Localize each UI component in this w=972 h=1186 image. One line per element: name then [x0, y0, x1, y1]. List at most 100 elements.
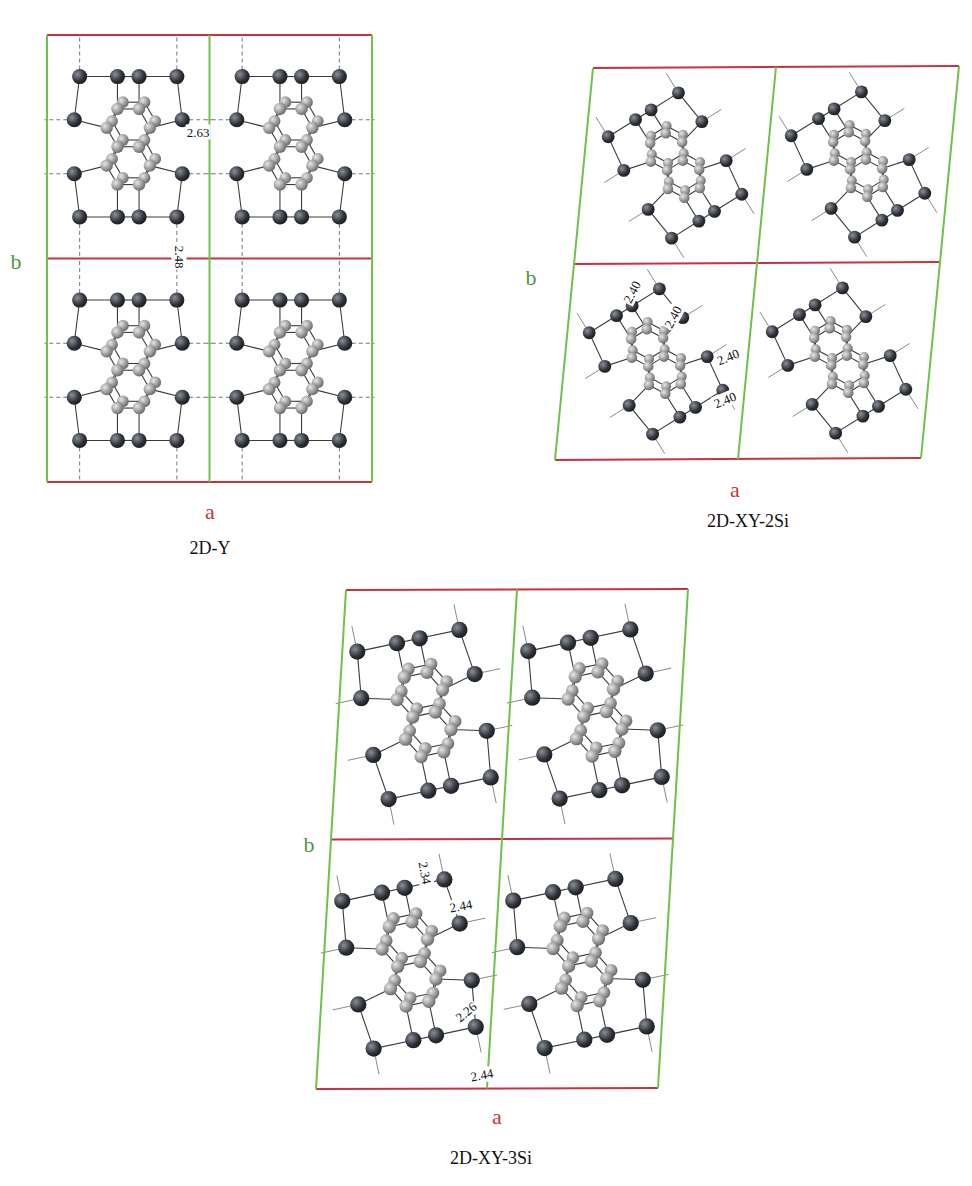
- carbon-atom: [133, 103, 145, 115]
- silicon-atom: [380, 791, 396, 807]
- carbon-atom: [111, 103, 123, 115]
- carbon-atom: [694, 164, 705, 175]
- silicon-atom: [332, 292, 347, 307]
- silicon-atom: [856, 410, 869, 423]
- carbon-atom: [600, 705, 613, 718]
- silicon-atom: [337, 166, 352, 181]
- carbon-atom: [561, 692, 574, 705]
- carbon-atom: [399, 999, 412, 1012]
- carbon-atom: [860, 136, 871, 147]
- silicon-atom: [505, 892, 521, 908]
- silicon-atom: [337, 112, 352, 127]
- silicon-atom: [229, 166, 244, 181]
- carbon-atom: [144, 159, 156, 171]
- axis-label: a: [205, 501, 215, 523]
- molecule: [583, 282, 729, 440]
- carbon-atom: [384, 982, 397, 995]
- silicon-atom: [337, 390, 352, 405]
- silicon-atom: [110, 433, 125, 448]
- carbon-atom: [569, 670, 582, 683]
- cell-edge: [316, 590, 346, 1089]
- silicon-atom: [428, 1027, 444, 1043]
- silicon-atom: [614, 777, 630, 793]
- carbon-atom: [626, 334, 637, 345]
- carbon-atom: [429, 705, 442, 718]
- silicon-atom: [169, 209, 184, 224]
- carbon-atom: [646, 156, 657, 167]
- silicon-atom: [131, 69, 146, 84]
- crystal-panel: [555, 66, 959, 460]
- silicon-atom: [110, 209, 125, 224]
- silicon-atom: [665, 232, 678, 245]
- cell-edge: [46, 35, 48, 482]
- carbon-atom: [627, 352, 638, 363]
- silicon-atom: [272, 292, 287, 307]
- carbon-atom: [429, 972, 442, 985]
- silicon-atom: [836, 281, 849, 294]
- carbon-atom: [274, 364, 286, 376]
- silicon-atom: [131, 433, 146, 448]
- carbon-atom: [843, 127, 854, 138]
- carbon-atom: [390, 693, 403, 706]
- carbon-atom: [422, 995, 435, 1008]
- silicon-atom: [695, 115, 708, 128]
- carbon-atom: [295, 141, 307, 153]
- carbon-atom: [585, 954, 598, 967]
- cell-edge: [738, 67, 776, 459]
- carbon-atom: [436, 683, 449, 696]
- crystal-panel: [45, 35, 375, 483]
- silicon-atom: [520, 643, 536, 659]
- bond-length: 2.40: [711, 388, 740, 411]
- silicon-atom: [720, 154, 733, 167]
- silicon-atom: [332, 209, 347, 224]
- silicon-atom: [229, 390, 244, 405]
- silicon-atom: [420, 783, 436, 799]
- silicon-atom: [397, 880, 413, 896]
- molecule: [67, 69, 190, 225]
- silicon-atom: [629, 113, 642, 126]
- silicon-atom: [350, 996, 366, 1012]
- carbon-atom: [295, 364, 307, 376]
- silicon-atom: [875, 214, 888, 227]
- silicon-atom: [479, 723, 495, 739]
- silicon-atom: [812, 112, 825, 125]
- bond-length: 2.44: [448, 896, 475, 915]
- silicon-atom: [169, 292, 184, 307]
- silicon-atom: [806, 398, 819, 411]
- carbon-atom: [263, 383, 275, 395]
- carbon-atom: [399, 733, 412, 746]
- carbon-atom: [111, 141, 123, 153]
- silicon-atom: [642, 203, 655, 216]
- silicon-atom: [175, 390, 190, 405]
- silicon-atom: [809, 298, 822, 311]
- silicon-atom: [848, 231, 861, 244]
- silicon-atom: [560, 635, 576, 651]
- silicon-atom: [653, 282, 666, 295]
- silicon-atom: [872, 400, 885, 413]
- bond-length: 2.44: [469, 1065, 496, 1084]
- carbon-atom: [383, 920, 396, 933]
- molecule: [334, 871, 484, 1056]
- silicon-atom: [781, 359, 794, 372]
- molecule: [505, 871, 655, 1056]
- carbon-atom: [695, 183, 706, 194]
- silicon-atom: [793, 308, 806, 321]
- silicon-atom: [272, 69, 287, 84]
- silicon-atom: [464, 972, 480, 988]
- carbon-atom: [263, 159, 275, 171]
- silicon-atom: [72, 209, 87, 224]
- silicon-atom: [650, 722, 666, 738]
- carbon-atom: [607, 683, 620, 696]
- carbon-atom: [306, 345, 318, 357]
- crystal-panel: [316, 589, 688, 1089]
- silicon-atom: [365, 1040, 381, 1056]
- silicon-atom: [607, 871, 623, 887]
- axis-label: a: [492, 1106, 502, 1128]
- silicon-atom: [829, 427, 842, 440]
- silicon-atom: [639, 1018, 655, 1034]
- silicon-atom: [899, 383, 912, 396]
- carbon-atom: [615, 722, 628, 735]
- molecule: [229, 69, 352, 225]
- silicon-atom: [598, 360, 611, 373]
- silicon-atom: [617, 164, 630, 177]
